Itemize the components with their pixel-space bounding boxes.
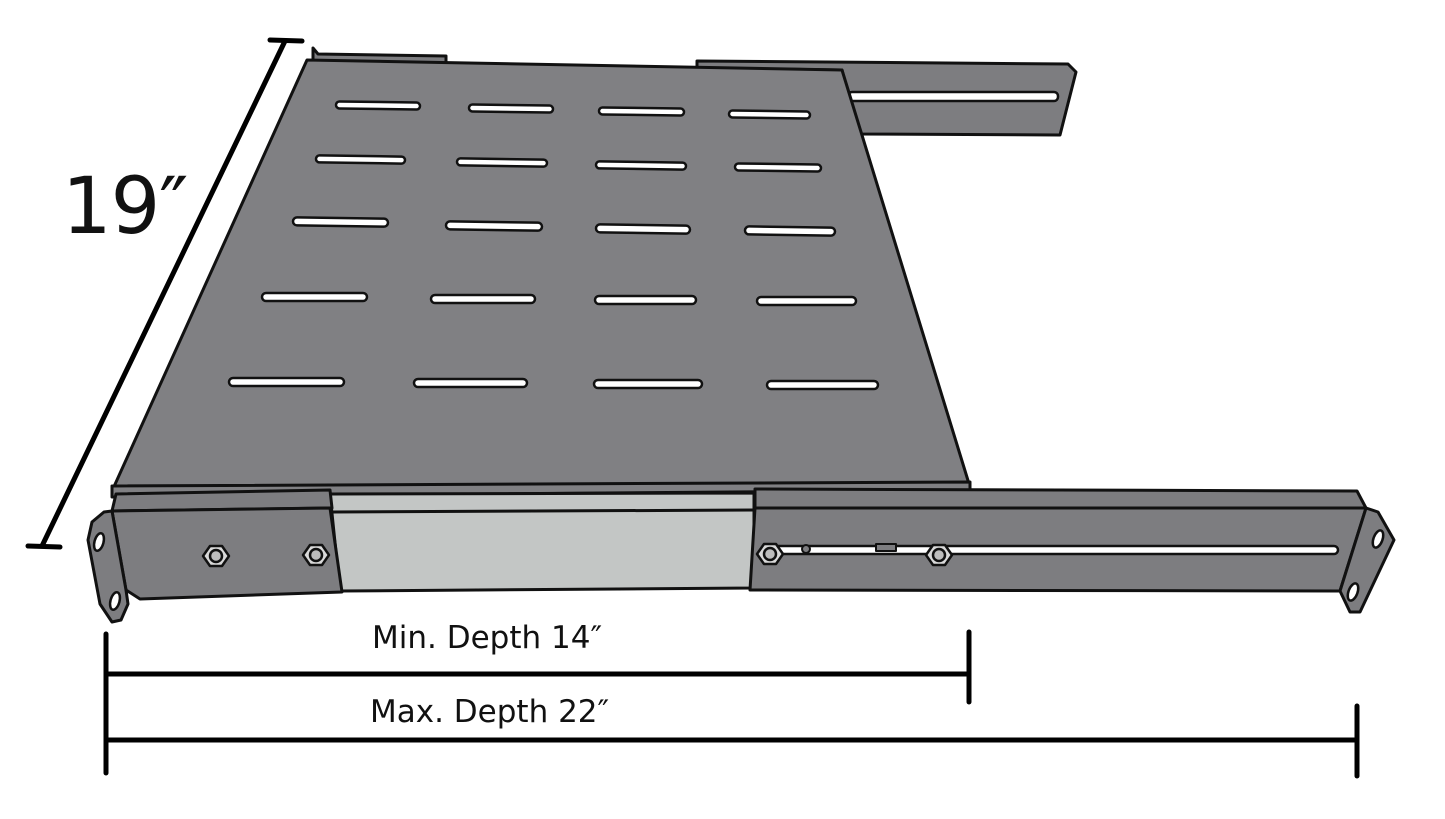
front-rail-left-top bbox=[110, 488, 334, 513]
vent-slot bbox=[594, 160, 688, 171]
width-dimension-tick-bottom bbox=[25, 543, 63, 550]
vent-slots bbox=[227, 100, 880, 391]
vent-slot bbox=[733, 162, 823, 173]
width-dimension-tick-top bbox=[267, 37, 305, 44]
vent-slot bbox=[412, 377, 529, 389]
vent-slot bbox=[314, 154, 407, 165]
vent-slot bbox=[727, 109, 812, 120]
vent-slot bbox=[429, 293, 537, 305]
mount-hole bbox=[92, 531, 106, 553]
vent-slot bbox=[592, 378, 704, 390]
hex-nut bbox=[201, 544, 231, 568]
mount-hole bbox=[1346, 582, 1360, 602]
vent-slot bbox=[444, 220, 544, 232]
vent-slot bbox=[227, 376, 346, 388]
width-dimension-line bbox=[39, 38, 288, 549]
min-depth-label: Min. Depth 14″ bbox=[372, 620, 603, 656]
mount-hole bbox=[1371, 529, 1385, 549]
vent-slot bbox=[455, 157, 549, 168]
shelf-top bbox=[110, 58, 972, 493]
extension-panel bbox=[328, 491, 756, 593]
hex-nut bbox=[924, 543, 954, 567]
slot-rivet bbox=[801, 544, 811, 554]
mount-hole bbox=[108, 590, 122, 612]
vent-slot bbox=[597, 106, 686, 117]
vent-slot bbox=[743, 225, 837, 237]
width-label: 19″ bbox=[62, 162, 188, 252]
hex-nut bbox=[301, 543, 331, 567]
vent-slot bbox=[467, 103, 555, 114]
front-rail-right-top bbox=[753, 487, 1368, 510]
slot-tab bbox=[875, 543, 897, 552]
hex-nut bbox=[755, 542, 785, 566]
vent-slot bbox=[594, 223, 692, 235]
vent-slot bbox=[291, 216, 390, 228]
front-rail-slot bbox=[768, 544, 1340, 556]
vent-slot bbox=[755, 295, 858, 307]
max-depth-label: Max. Depth 22″ bbox=[370, 694, 610, 730]
vent-slot bbox=[334, 100, 422, 111]
rear-rail-slot bbox=[846, 90, 1060, 103]
vent-slot bbox=[765, 379, 880, 391]
vent-slot bbox=[593, 294, 698, 306]
vent-slot bbox=[260, 291, 369, 303]
